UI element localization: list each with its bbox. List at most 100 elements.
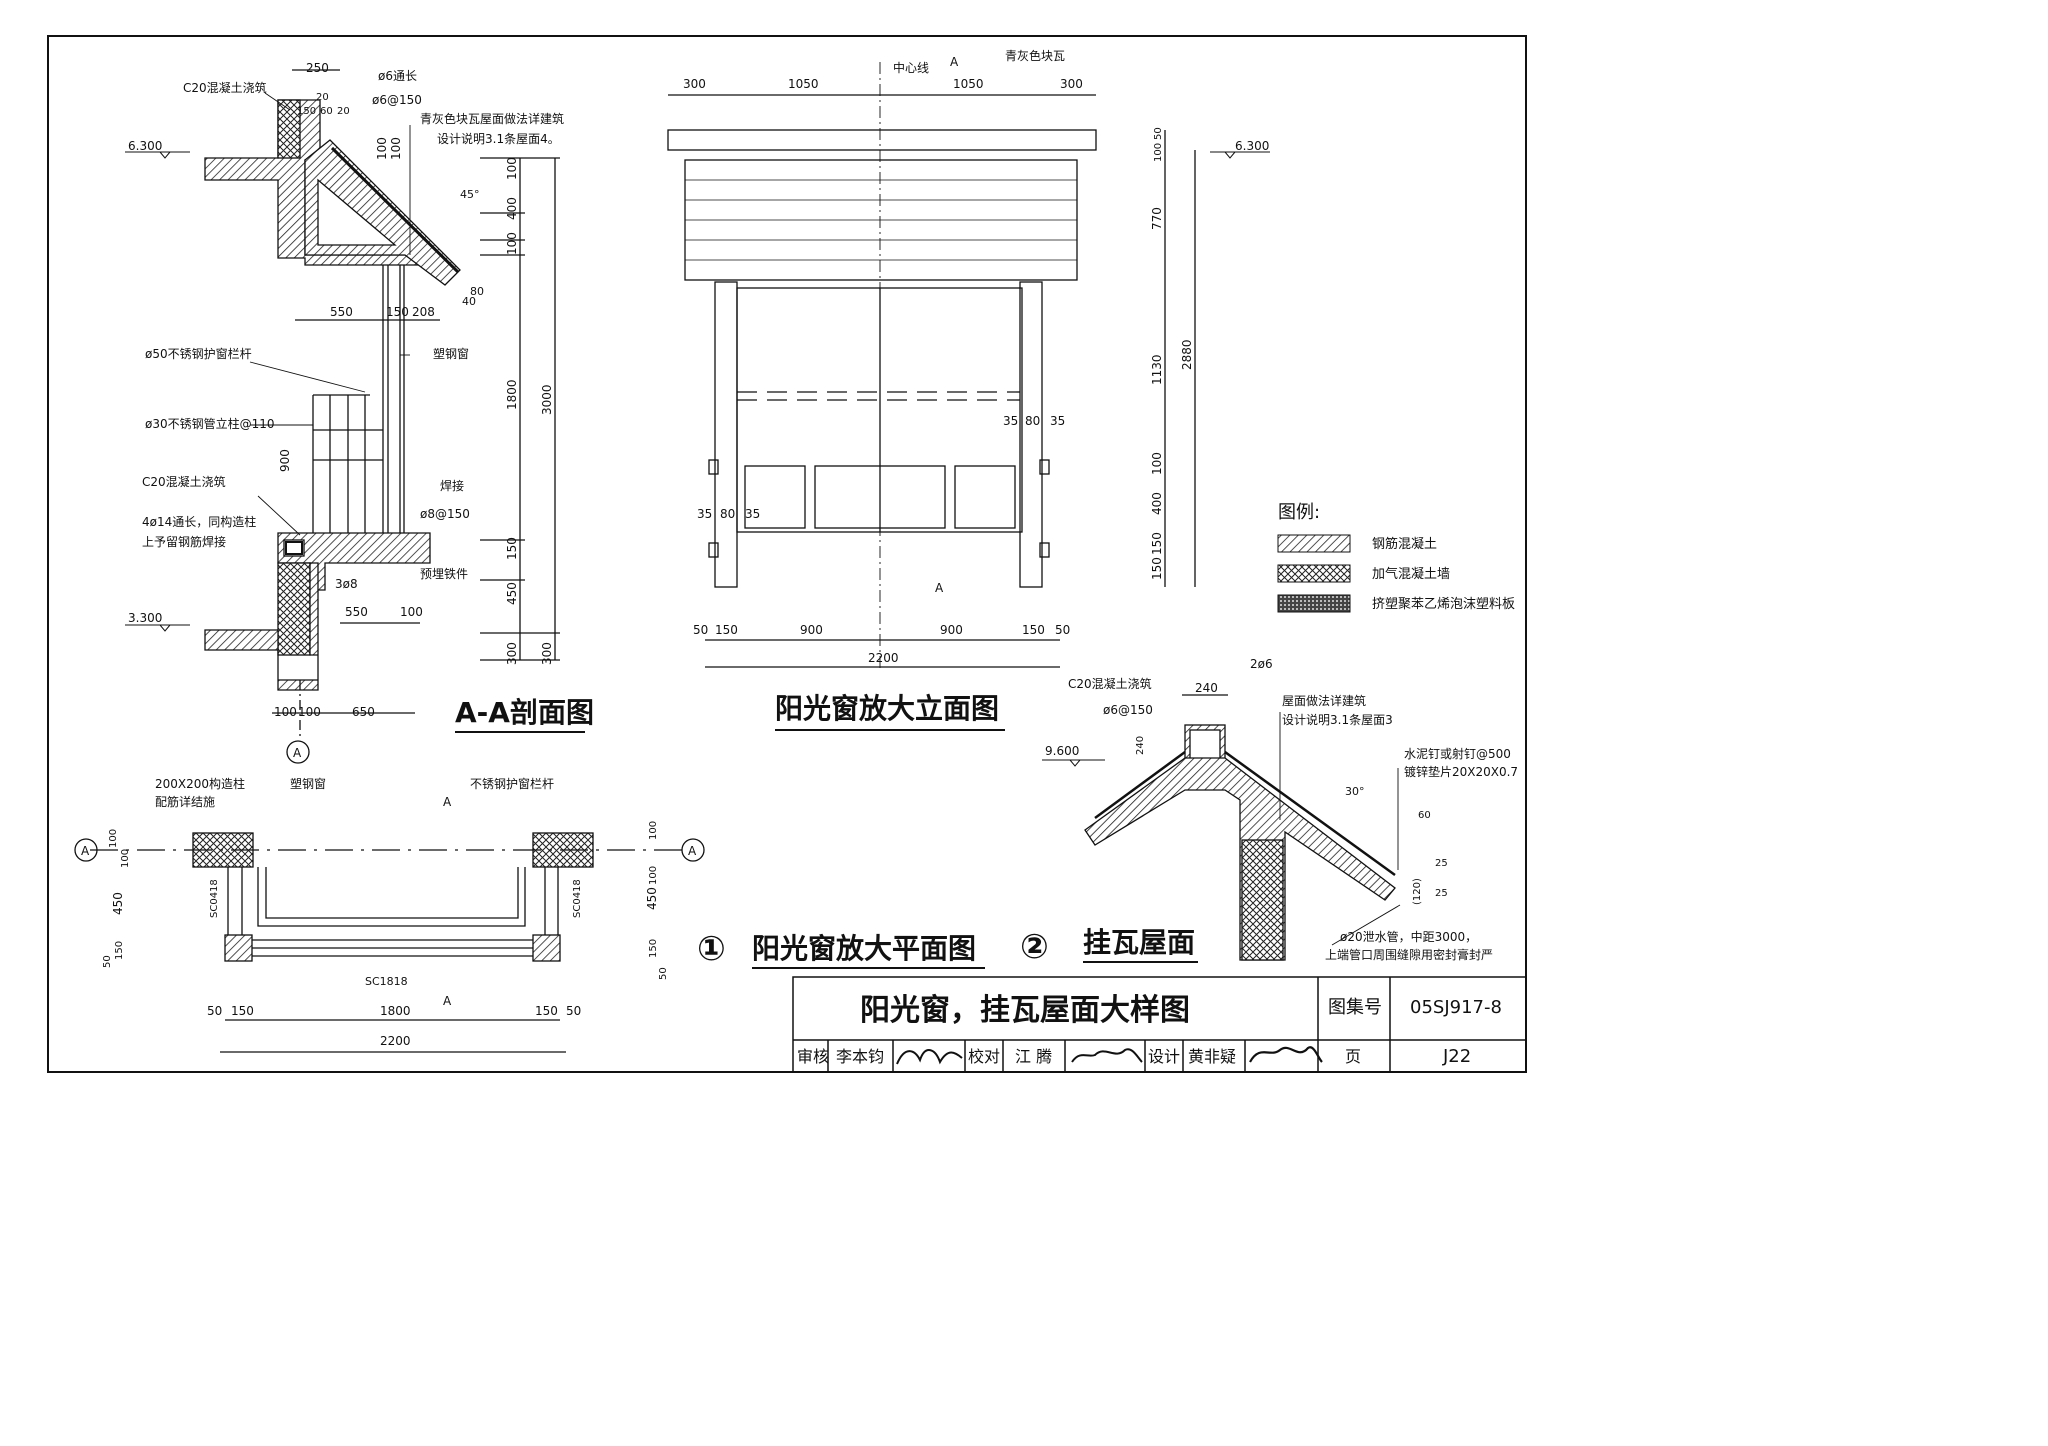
sheet-title: 阳光窗，挂瓦屋面大样图 xyxy=(860,993,1190,1028)
dim-250: 250 xyxy=(306,61,329,75)
label-rebar-ø8: ø8@150 xyxy=(420,507,470,521)
plan-b-50r: 50 xyxy=(566,1004,581,1018)
plan-r-100b: 100 xyxy=(648,866,659,885)
elev-post-80: 80 xyxy=(1025,414,1040,428)
angle-45: 45° xyxy=(460,188,480,201)
elev-postl-35a: 35 xyxy=(697,507,712,521)
plan-window-label: 塑钢窗 xyxy=(290,776,326,791)
elev-r-2880: 2880 xyxy=(1180,339,1194,370)
elev-dim-300-r: 300 xyxy=(1060,77,1083,91)
label-steel-window: 塑钢窗 xyxy=(433,346,469,361)
elev-b-150l: 150 xyxy=(715,623,738,637)
roof-rebar-2ø6: 2ø6 xyxy=(1250,657,1273,671)
roof-dim-60: 60 xyxy=(1418,810,1431,821)
dim-r-300: 300 xyxy=(505,642,519,665)
plan-b-150r: 150 xyxy=(535,1004,558,1018)
label-weld: 焊接 xyxy=(440,478,464,493)
legend-item-aac: 加气混凝土墙 xyxy=(1372,566,1450,582)
legend-item-rc: 钢筋混凝土 xyxy=(1372,536,1437,552)
dim-150-top: 150 xyxy=(297,106,316,117)
sheet-border xyxy=(47,35,1527,1073)
elev-3300: 3.300 xyxy=(128,611,162,625)
plan-front-window: SC1818 xyxy=(365,975,408,988)
dim-20b: 20 xyxy=(337,106,350,117)
elev-dim-1050-r: 1050 xyxy=(953,77,984,91)
checker-name: 江 腾 xyxy=(1015,1047,1052,1066)
plan-grid-a-left: A xyxy=(81,844,90,858)
roof-angle-30: 30° xyxy=(1345,785,1365,798)
page-label: 页 xyxy=(1345,1047,1361,1066)
atlas-number: 05SJ917-8 xyxy=(1410,997,1502,1018)
plan-b-50l: 50 xyxy=(207,1004,222,1018)
elev-b-150r: 150 xyxy=(1022,623,1045,637)
label-rail-ø50: ø50不锈钢护窗栏杆 xyxy=(145,346,252,361)
plan-r-450: 450 xyxy=(645,887,659,910)
roof-nail-note1: 水泥钉或射钉@500 xyxy=(1404,746,1511,761)
elev-section-mark: A xyxy=(950,55,959,69)
dim-550-bot: 550 xyxy=(345,605,368,619)
roof-detail xyxy=(1042,694,1401,961)
elev-b-900l: 900 xyxy=(800,623,823,637)
roof-dim-120: (120) xyxy=(1412,878,1423,905)
roof-nail-note2: 镀锌垫片20X20X0.7 xyxy=(1404,764,1518,779)
roof-drain-note2: 上端管口周围缝隙用密封膏封严 xyxy=(1325,947,1493,962)
dim-b-100a: 100 xyxy=(274,705,297,719)
roof-note1: 屋面做法详建筑 xyxy=(1282,693,1366,708)
roof-dim-25b: 25 xyxy=(1435,888,1448,899)
plan-col-note2: 配筋详结施 xyxy=(155,794,215,809)
label-roof-note1: 青灰色块瓦屋面做法详建筑 xyxy=(420,111,564,126)
dim-b-650: 650 xyxy=(352,705,375,719)
dim-r-150: 150 xyxy=(505,537,519,560)
plan-rail-label: 不锈钢护窗栏杆 xyxy=(470,776,554,791)
roof-concrete-label: C20混凝土浇筑 xyxy=(1068,676,1152,691)
roof-dim-240: 240 xyxy=(1195,681,1218,695)
elev-post-35b: 35 xyxy=(1050,414,1065,428)
label-rebar-4ø14: 4ø14通长，同构造柱 xyxy=(142,514,256,529)
plan-number: ① xyxy=(697,929,726,969)
dim-60: 60 xyxy=(320,106,333,117)
plan-b-150l: 150 xyxy=(231,1004,254,1018)
review-label: 审核 xyxy=(797,1047,829,1066)
label-rebar-3ø8: 3ø8 xyxy=(335,577,358,591)
elev-b-2200: 2200 xyxy=(868,651,899,665)
label-post-ø30: ø30不锈钢管立柱@110 xyxy=(145,416,275,431)
dim-r-3000: 3000 xyxy=(540,384,554,415)
dim-550-top: 550 xyxy=(330,305,353,319)
plan-r-50: 50 xyxy=(658,967,669,980)
elev-postl-35b: 35 xyxy=(745,507,760,521)
dim-r-400: 400 xyxy=(505,197,519,220)
elev-tile-label: 青灰色块瓦 xyxy=(1005,49,1065,63)
dim-20a: 20 xyxy=(316,92,329,103)
dim-l-100a: 100 xyxy=(375,137,389,160)
dim-r-100a: 100 xyxy=(505,157,519,180)
dim-b-100b: 100 xyxy=(298,705,321,719)
title-block xyxy=(792,976,1527,1073)
plan-r-100a: 100 xyxy=(648,821,659,840)
label-roof-note2: 设计说明3.1条屋面4。 xyxy=(437,131,560,146)
elevation-title: 阳光窗放大立面图 xyxy=(775,692,999,725)
elev-b-50l: 50 xyxy=(693,623,708,637)
roof-rebar-ø6-150: ø6@150 xyxy=(1103,703,1153,717)
elev-6300: 6.300 xyxy=(128,139,162,153)
drawing-sheet: A-A剖面图 250 20 60 20 150 C20混凝土浇筑 ø6通长 ø6… xyxy=(47,35,1527,1073)
elev-dim-300-l: 300 xyxy=(683,77,706,91)
check-label: 校对 xyxy=(968,1047,1000,1066)
elev-r-100b: 100 xyxy=(1150,452,1164,475)
label-embed: 预埋铁件 xyxy=(420,567,468,581)
label-concrete-top: C20混凝土浇筑 xyxy=(183,80,267,95)
dim-r-450: 450 xyxy=(505,582,519,605)
reviewer-signature xyxy=(896,1049,963,1065)
elev-r-100a: 100 xyxy=(1153,143,1164,162)
roof-drain-note1: ø20泄水管，中距3000， xyxy=(1340,929,1477,944)
design-label: 设计 xyxy=(1148,1047,1180,1066)
elev-b-900r: 900 xyxy=(940,623,963,637)
roof-elev-9600: 9.600 xyxy=(1045,744,1079,758)
dim-l-900: 900 xyxy=(278,449,292,472)
dim-100-sill: 100 xyxy=(400,605,423,619)
plan-title: 阳光窗放大平面图 xyxy=(752,932,976,965)
roof-title: 挂瓦屋面 xyxy=(1083,926,1195,959)
elev-b-50r: 50 xyxy=(1055,623,1070,637)
label-rebar-weld: 上予留钢筋焊接 xyxy=(142,534,226,549)
plan-grid-a-right: A xyxy=(688,844,697,858)
elev-center-line: 中心线 xyxy=(893,60,929,75)
